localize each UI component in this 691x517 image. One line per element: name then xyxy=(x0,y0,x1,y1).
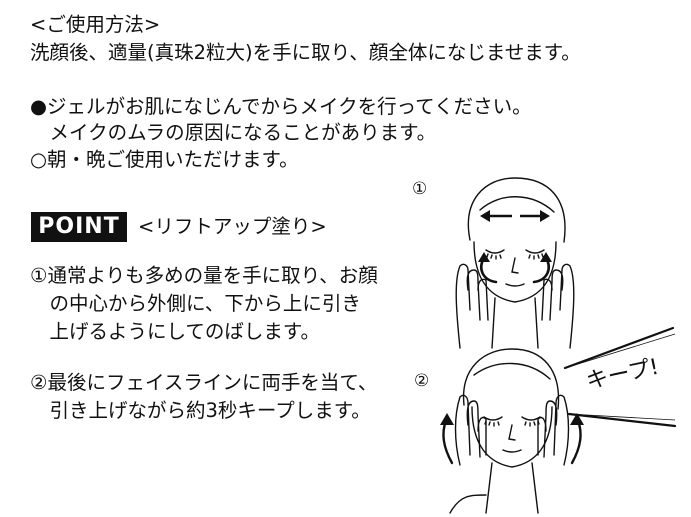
point-badge: POINT xyxy=(31,212,127,242)
step-1-line-1: ①通常よりも多めの量を手に取り、お顔 xyxy=(30,264,378,287)
step-1-line-3: 上げるようにしてのばします。 xyxy=(30,320,320,343)
illustration-1-number: ① xyxy=(412,179,428,199)
note-2: メイクのムラの原因になることがあります。 xyxy=(30,121,437,144)
note-1: ●ジェルがお肌になじんでからメイクを行ってください。 xyxy=(30,95,532,118)
note-3: ○朝・晩ご使用いただけます。 xyxy=(30,148,299,171)
step-2-line-2: 引き上げながら約3秒キープします。 xyxy=(30,399,371,422)
usage-text: 洗顔後、適量(真珠2粒大)を手に取り、顔全体になじませます。 xyxy=(30,41,581,64)
step-2-line-1: ②最後にフェイスラインに両手を当て、 xyxy=(30,371,378,394)
step-1-line-2: の中心から外側に、下から上に引き xyxy=(30,292,361,315)
keep-speed-lines xyxy=(563,326,677,428)
point-title: <リフトアップ塗り> xyxy=(138,215,327,238)
face-illustration-1 xyxy=(455,177,575,349)
usage-heading: <ご使用方法> xyxy=(30,13,161,36)
face-illustration-2 xyxy=(440,348,584,514)
illustration-2-number: ② xyxy=(414,371,430,391)
